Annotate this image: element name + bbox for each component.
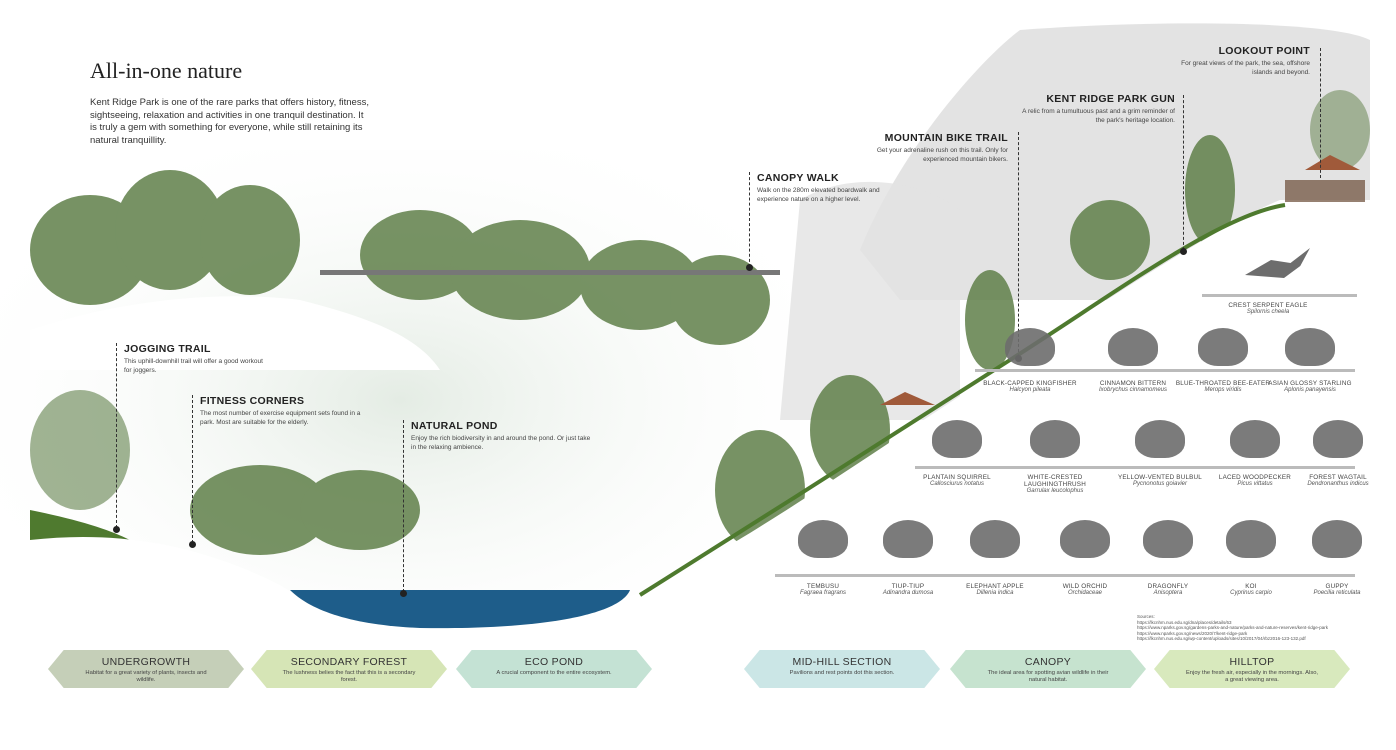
sources: Sources: https://lkcnhm.nus.edu.sg/dna/p… [1137,614,1329,642]
leader-line [403,420,404,592]
callout-text: A relic from a tumultuous past and a gri… [1022,108,1175,124]
species-silhouette-icon [1285,328,1335,366]
callout-mountain-bike: MOUNTAIN BIKE TRAIL Get your adrenaline … [858,132,1008,164]
source-link[interactable]: https://www.nparks.gov.sg/gardens-parks-… [1137,625,1329,631]
intro-text: Kent Ridge Park is one of the rare parks… [90,97,369,146]
leader-line [749,172,750,267]
species-silhouette-icon [1313,420,1363,458]
marker-dot [400,590,407,597]
leader-line [116,343,117,528]
species-silhouette-icon [932,420,982,458]
callout-fitness-corners: FITNESS CORNERS The most number of exerc… [200,395,370,427]
callout-title: LOOKOUT POINT [1218,45,1310,57]
marker-dot [746,264,753,271]
callout-lookout-point: LOOKOUT POINT For great views of the par… [1170,45,1310,77]
divider [775,574,1355,577]
marker-dot [113,526,120,533]
callout-text: For great views of the park, the sea, of… [1181,60,1310,76]
marker-dot [1180,248,1187,255]
callout-title: NATURAL POND [411,420,498,432]
callout-text: This uphill-downhill trail will offer a … [124,358,263,374]
marker-dot [189,541,196,548]
callout-title: FITNESS CORNERS [200,395,305,407]
callout-natural-pond: NATURAL POND Enjoy the rich biodiversity… [411,420,591,452]
species-silhouette-icon [798,520,848,558]
species-silhouette-icon [883,520,933,558]
callout-title: KENT RIDGE PARK GUN [1046,93,1175,105]
species-silhouette-icon [1005,328,1055,366]
callout-title: JOGGING TRAIL [124,343,211,355]
divider [975,369,1355,372]
page-title: All-in-one nature [90,58,243,83]
species-silhouette-icon [1143,520,1193,558]
species-silhouette-icon [970,520,1020,558]
species-silhouette-icon [1230,420,1280,458]
leader-line [1320,48,1321,178]
leader-line [192,395,193,543]
species-silhouette-icon [1108,328,1158,366]
source-link[interactable]: https://lkcnhm.nus.edu.sg/dna/places/det… [1137,619,1232,625]
leader-line [1183,95,1184,250]
leader-line [1018,132,1019,357]
species-silhouette-icon [1198,328,1248,366]
callout-title: MOUNTAIN BIKE TRAIL [884,132,1008,144]
callout-title: CANOPY WALK [757,172,839,184]
callout-text: Get your adrenaline rush on this trail. … [876,147,1008,163]
callout-canopy-walk: CANOPY WALK Walk on the 280m elevated bo… [757,172,907,204]
callout-text: Walk on the 280m elevated boardwalk and … [757,187,880,203]
divider [915,466,1355,469]
source-link[interactable]: https://lkcnhm.nus.edu.sg/wp-content/upl… [1137,636,1306,642]
species-silhouette-icon [1030,420,1080,458]
species-silhouette-icon [1226,520,1276,558]
species-silhouette-icon [1060,520,1110,558]
species-silhouette-icon [1135,420,1185,458]
callout-park-gun: KENT RIDGE PARK GUN A relic from a tumul… [1015,93,1175,125]
callout-text: The most number of exercise equipment se… [200,410,361,426]
divider [1202,294,1357,297]
callout-text: Enjoy the rich biodiversity in and aroun… [411,435,591,451]
species-silhouette-icon [1312,520,1362,558]
callout-jogging-trail: JOGGING TRAIL This uphill-downhill trail… [124,343,264,375]
source-link[interactable]: https://www.nparks.gov.sg/news/2020/7/ke… [1137,630,1248,636]
